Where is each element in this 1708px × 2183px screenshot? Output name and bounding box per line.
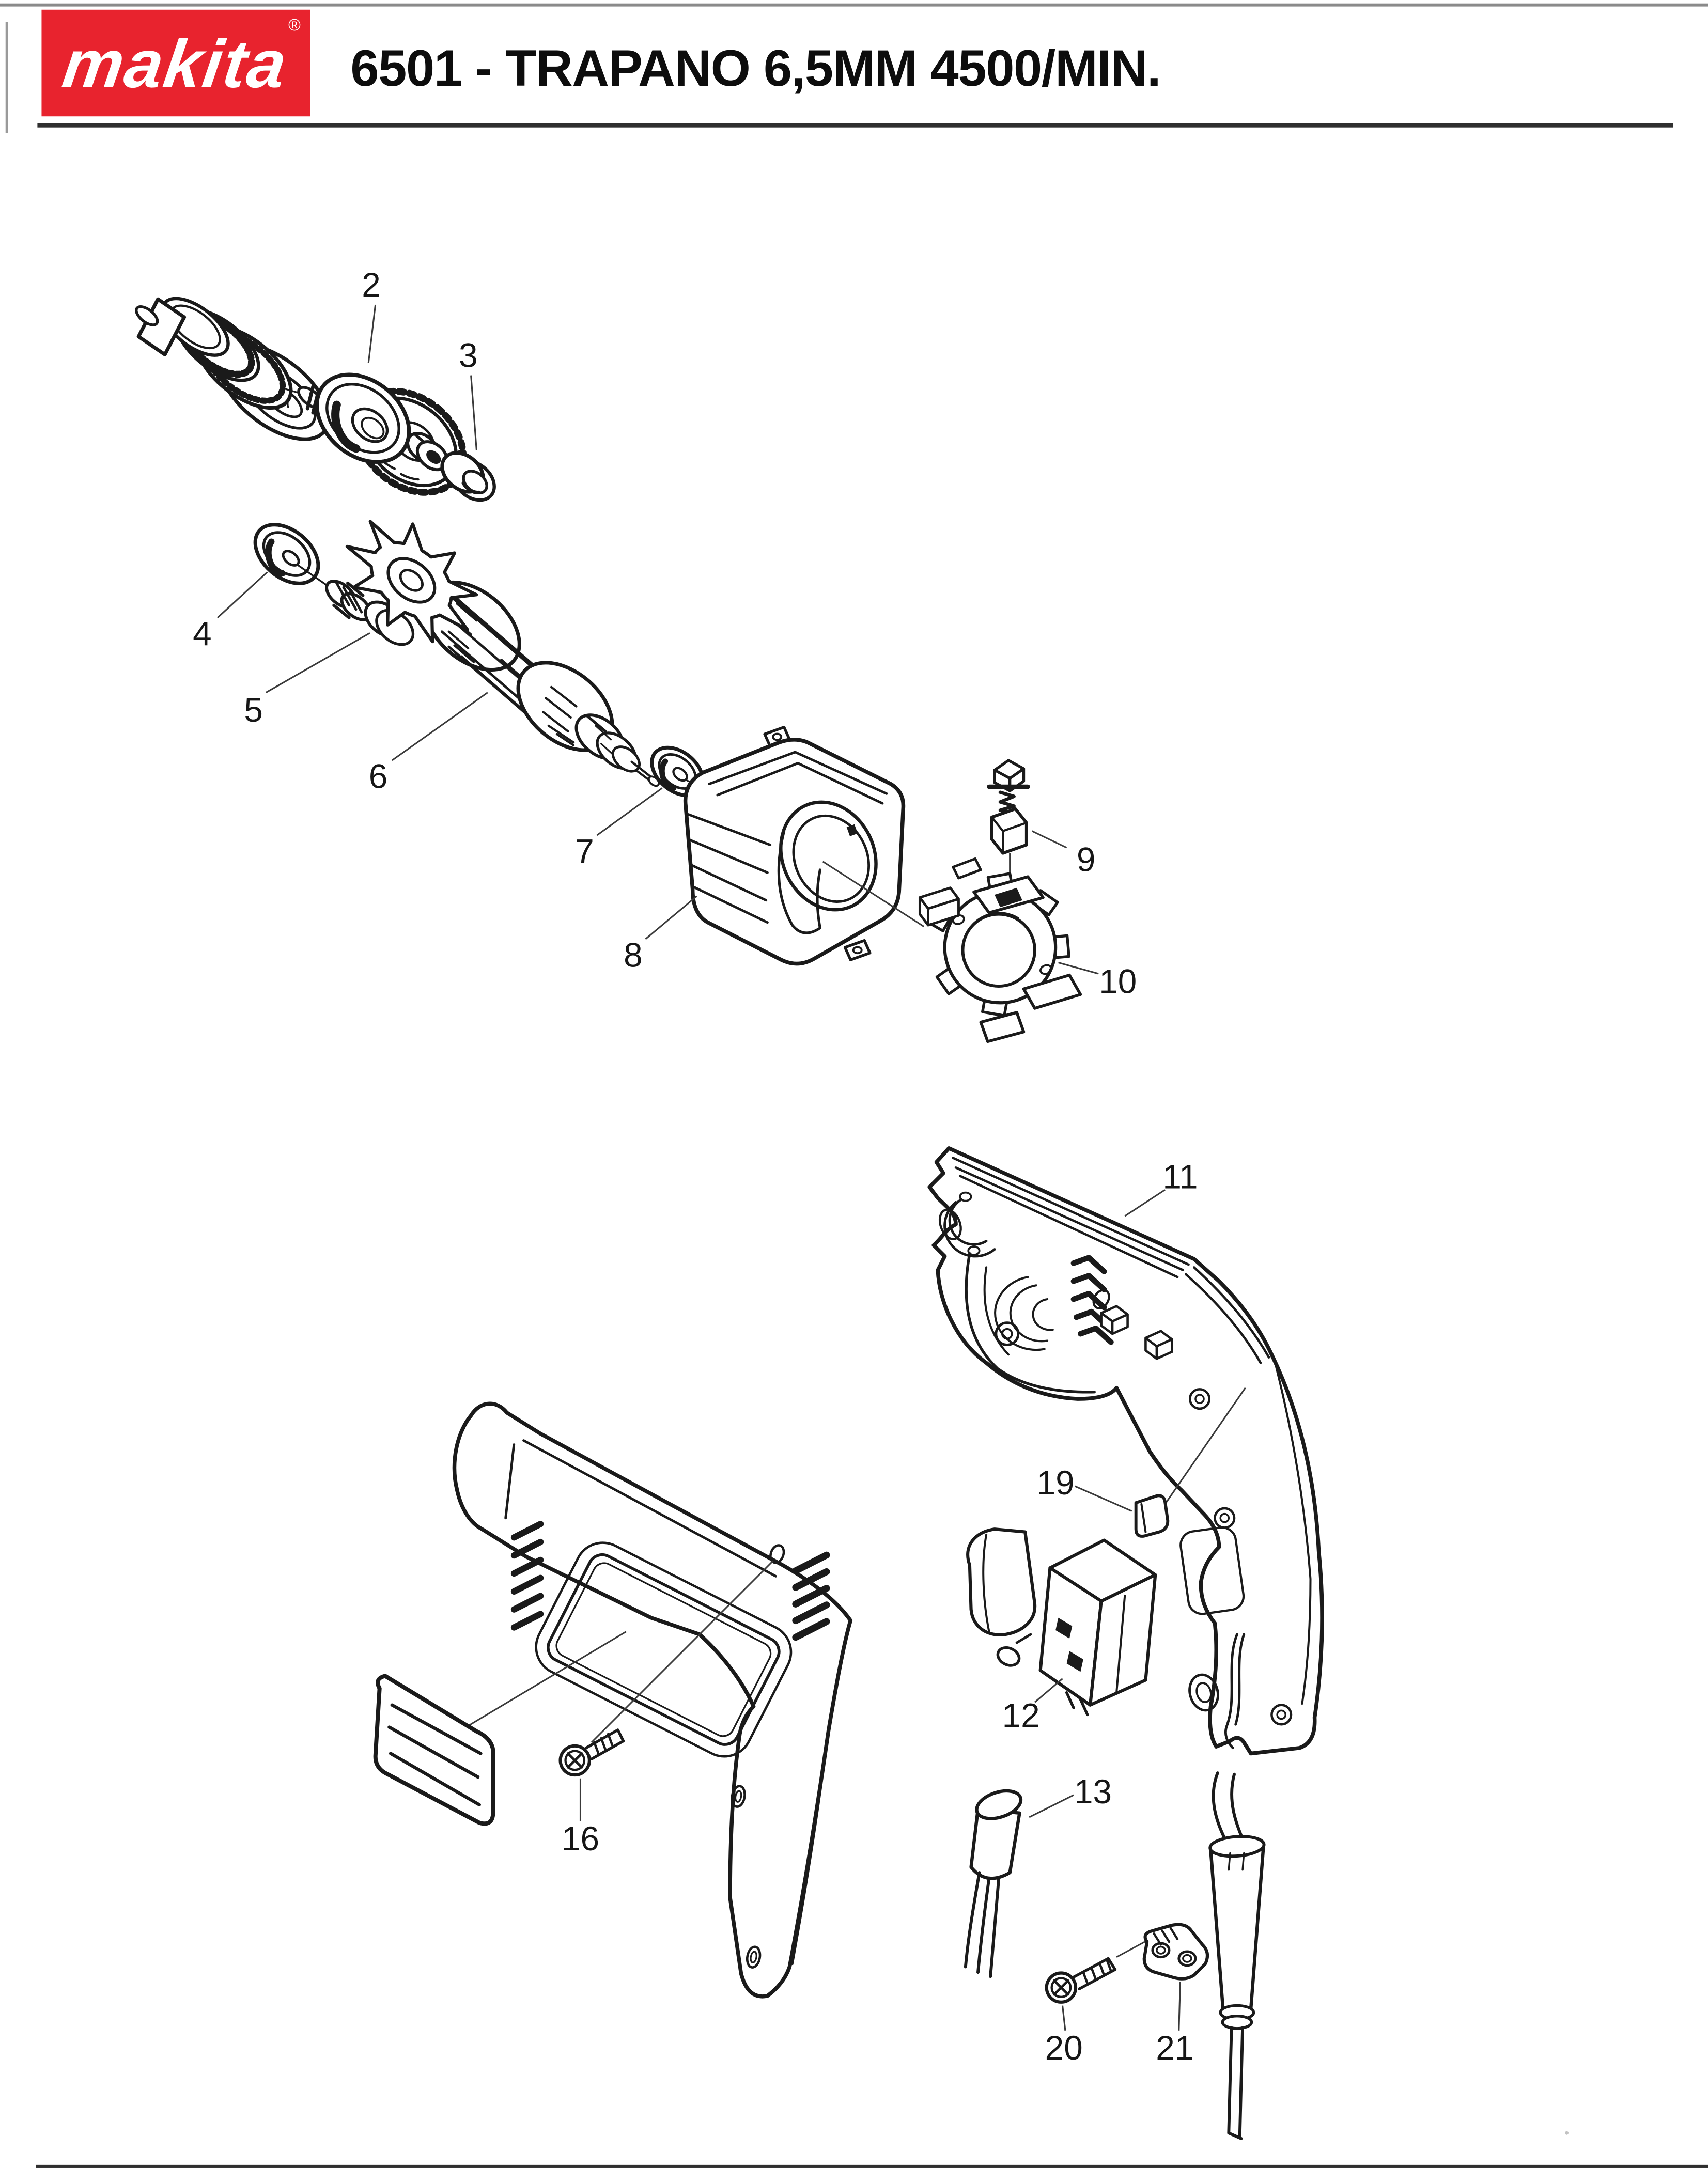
header-rule bbox=[37, 123, 1674, 128]
part-label-6: 6 bbox=[369, 758, 388, 796]
ring-3 bbox=[440, 448, 496, 502]
capacitor-13 bbox=[964, 1789, 1023, 1978]
part-label-3: 3 bbox=[459, 337, 478, 375]
part-label-4: 4 bbox=[193, 615, 212, 652]
name-plate bbox=[373, 1674, 495, 1826]
leader-line-10 bbox=[1058, 962, 1099, 975]
drill-chuck bbox=[135, 297, 331, 441]
leader-line-20 bbox=[1062, 2005, 1066, 2031]
housing-right-11 bbox=[927, 1146, 1324, 1756]
bearing-4 bbox=[253, 523, 372, 621]
leader-line-21 bbox=[1178, 1982, 1182, 2031]
top-border-line bbox=[0, 3, 1708, 7]
brush-holder-10 bbox=[918, 857, 1082, 1043]
registered-trademark-icon: ® bbox=[288, 15, 301, 35]
part-label-11: 11 bbox=[1162, 1158, 1198, 1196]
cord-guard bbox=[1208, 1771, 1266, 2140]
carbon-brush-9 bbox=[987, 759, 1030, 891]
leader-line-13 bbox=[1029, 1794, 1074, 1818]
leader-line-2 bbox=[367, 304, 377, 363]
leader-line-8 bbox=[645, 895, 697, 940]
leader-line-7 bbox=[596, 787, 663, 836]
switch-12 bbox=[966, 1527, 1157, 1717]
stator-8 bbox=[683, 726, 925, 966]
makita-logo: makita ® bbox=[41, 9, 310, 117]
part-label-8: 8 bbox=[624, 937, 643, 974]
leader-line-11 bbox=[1124, 1189, 1166, 1217]
left-border-line bbox=[5, 22, 8, 133]
leader-line-4 bbox=[216, 571, 268, 618]
clip-19 bbox=[1134, 1494, 1170, 1538]
spindle-gear-assembly-2 bbox=[280, 372, 467, 496]
cord-clamp-21 bbox=[1142, 1923, 1209, 1981]
page-title: 6501 - TRAPANO 6,5MM 4500/MIN. bbox=[350, 40, 1161, 97]
scan-speck bbox=[1565, 2131, 1569, 2135]
screw-16 bbox=[558, 1728, 625, 1777]
part-label-7: 7 bbox=[575, 832, 594, 870]
part-label-20: 20 bbox=[1045, 2029, 1083, 2067]
housing-left bbox=[452, 1401, 853, 1999]
leader-line-12 bbox=[1034, 1678, 1063, 1703]
part-label-5: 5 bbox=[244, 691, 263, 729]
part-label-12: 12 bbox=[1002, 1697, 1040, 1735]
bottom-rule bbox=[36, 2164, 1708, 2168]
leader-line-9 bbox=[1031, 830, 1067, 849]
leader-line-6 bbox=[391, 692, 488, 761]
leader-line-5 bbox=[266, 632, 370, 693]
part-label-13: 13 bbox=[1074, 1773, 1112, 1811]
part-label-19: 19 bbox=[1037, 1464, 1075, 1502]
fan-5 bbox=[345, 520, 478, 646]
right-vents bbox=[792, 1551, 830, 1641]
part-label-9: 9 bbox=[1077, 841, 1096, 879]
part-label-2: 2 bbox=[362, 266, 381, 304]
part-label-21: 21 bbox=[1156, 2029, 1193, 2067]
leader-line-3 bbox=[470, 375, 477, 450]
part-label-10: 10 bbox=[1099, 962, 1137, 1000]
part-labels-group: 2 3 4 5 6 7 8 9 10 11 12 13 16 19 20 21 bbox=[193, 266, 1198, 2067]
left-vents bbox=[510, 1521, 544, 1631]
leader-line-19 bbox=[1075, 1485, 1132, 1512]
part-label-16: 16 bbox=[562, 1820, 599, 1858]
screw-20 bbox=[1045, 1938, 1151, 2004]
